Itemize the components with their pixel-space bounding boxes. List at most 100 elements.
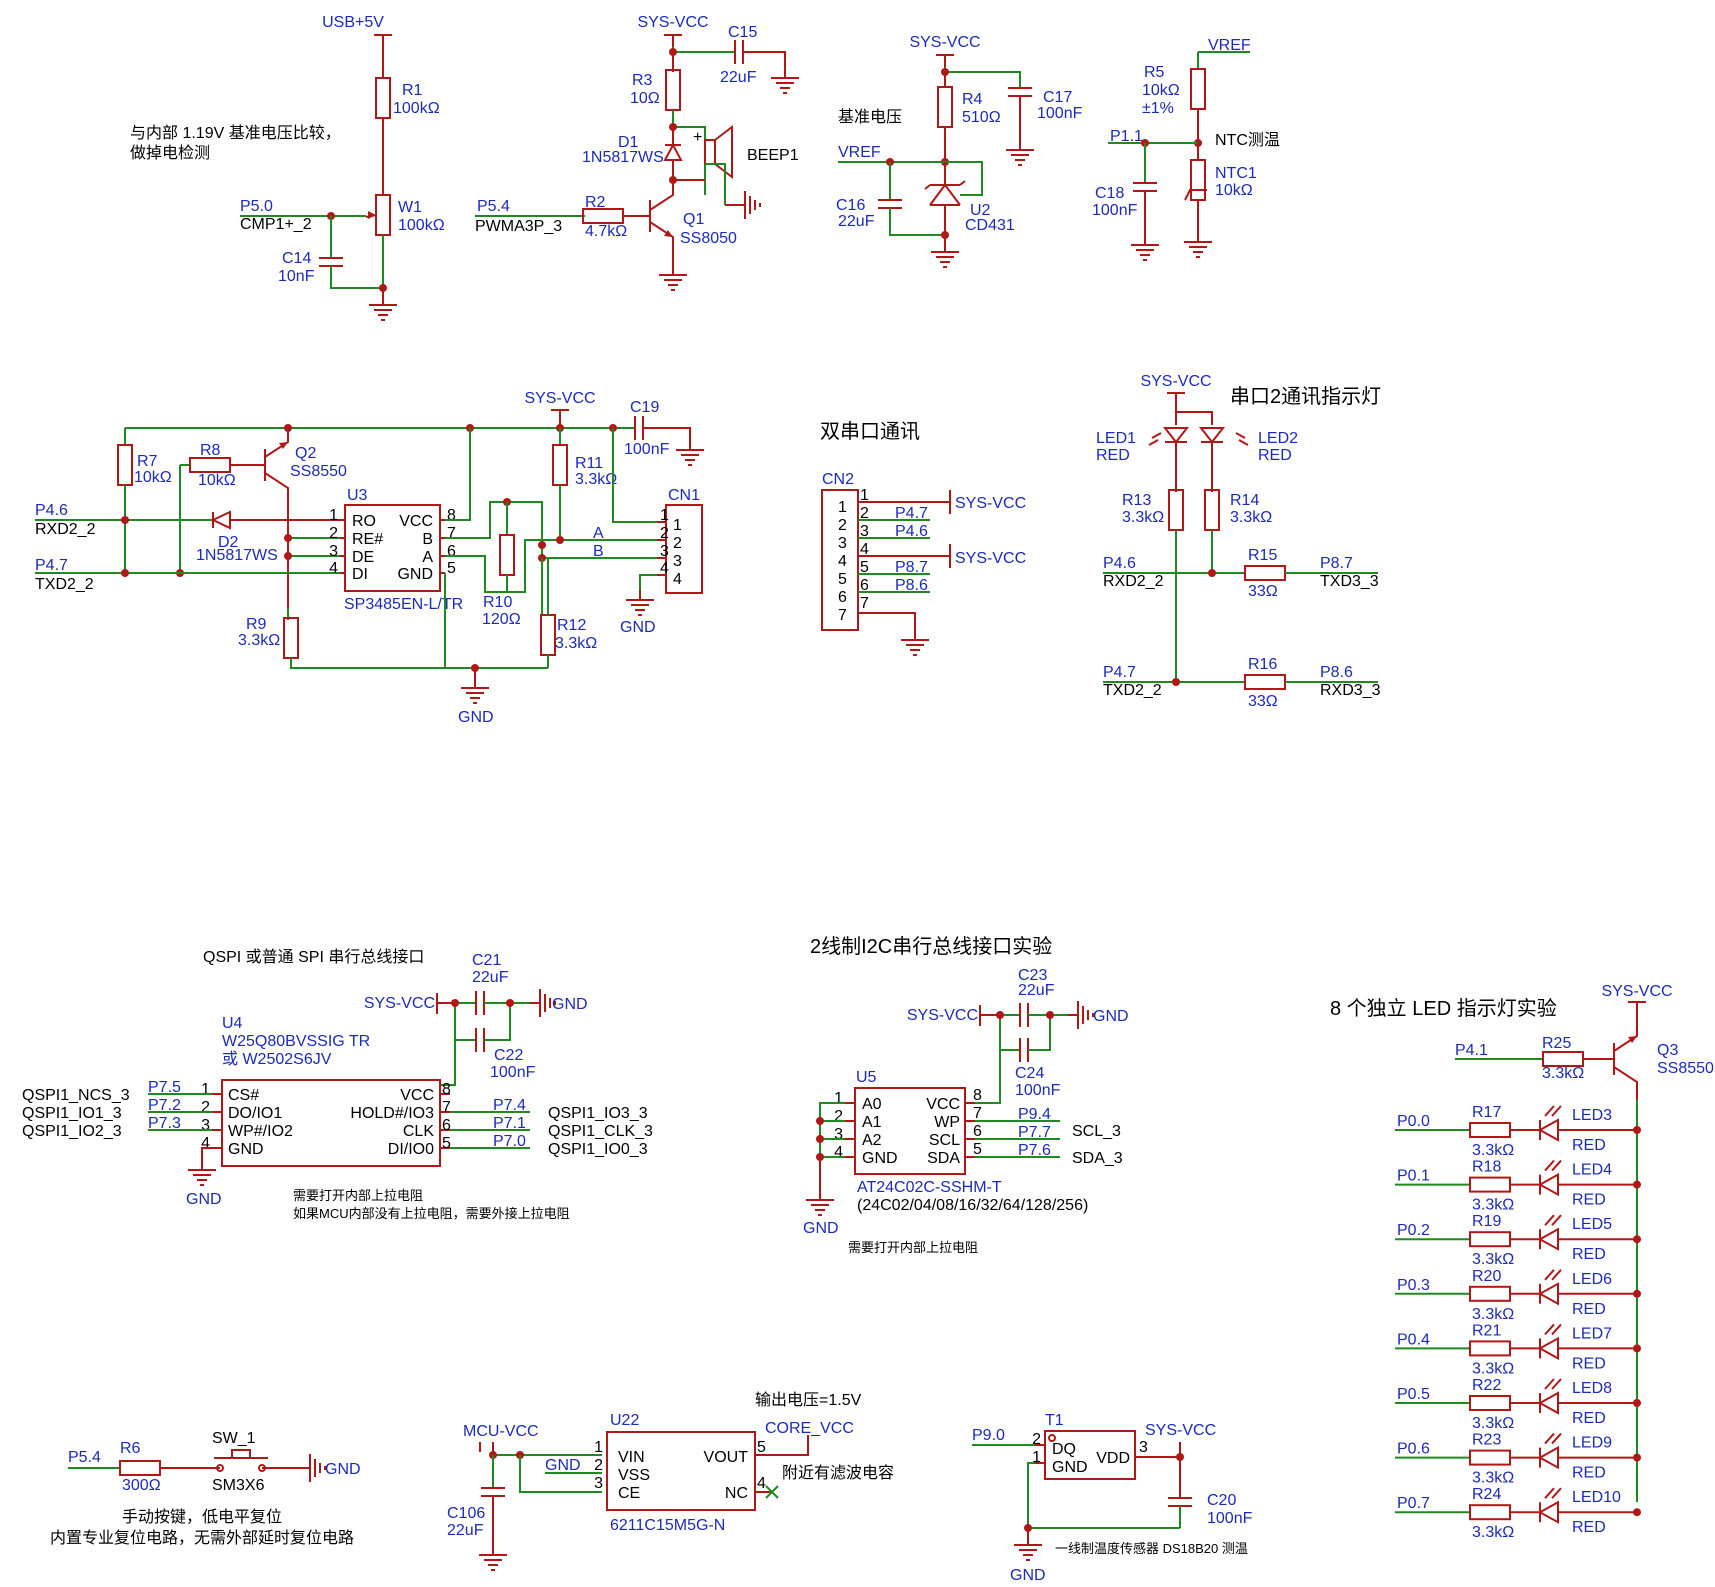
label-c22: C22 xyxy=(494,1047,523,1064)
t1-pin2: 2 xyxy=(1032,1431,1041,1448)
pin-a1: A1 xyxy=(862,1114,882,1131)
u3-pin3: 3 xyxy=(329,543,338,560)
net-gnd-i2c: GND xyxy=(1093,1008,1129,1025)
net-p54-a: P5.4 xyxy=(477,198,510,215)
net-gnd-qspi: GND xyxy=(552,996,588,1013)
note-pullup2: 如果MCU内部没有上拉电阻，需要外接上拉电阻 xyxy=(293,1206,570,1221)
note-filter: 附近有滤波电容 xyxy=(782,1464,894,1482)
net-p87-b: P8.7 xyxy=(1320,555,1353,572)
net-sysvcc-cn2a: SYS-VCC xyxy=(955,495,1026,512)
led-color: RED xyxy=(1572,1355,1606,1372)
heading-qspi: QSPI 或普通 SPI 串行总线接口 xyxy=(203,948,424,966)
label-u5: U5 xyxy=(856,1069,877,1086)
value-c18: 100nF xyxy=(1092,202,1138,219)
label-sw1: SW_1 xyxy=(212,1430,256,1447)
label-r10: R10 xyxy=(483,594,512,611)
label-c21: C21 xyxy=(472,952,501,969)
qspi-section: QSPI 或普通 SPI 串行总线接口 SYS-VCC GND C21 22uF… xyxy=(22,948,653,1221)
value-c14: 10nF xyxy=(278,268,315,285)
pin-nc: NC xyxy=(725,1485,748,1502)
value-r1: 100kΩ xyxy=(393,100,440,117)
cn2-pin7a: 7 xyxy=(860,595,869,612)
net-qspi-ncs: QSPI1_NCS_3 xyxy=(22,1087,130,1104)
label-r3: R3 xyxy=(632,72,653,89)
net-p41: P4.1 xyxy=(1455,1042,1488,1059)
net-pwm: PWMA3P_3 xyxy=(475,218,562,235)
label-t1: T1 xyxy=(1045,1412,1064,1429)
led-resistor-value: 3.3kΩ xyxy=(1472,1306,1514,1323)
net-p54-b: P5.4 xyxy=(68,1449,101,1466)
label-r5: R5 xyxy=(1144,64,1165,81)
led-label: LED3 xyxy=(1572,1107,1612,1124)
net-sysvcc-2: SYS-VCC xyxy=(909,34,980,51)
reset-section: P5.4 R6 300Ω SW_1 SM3X6 GND 手动按键，低电平复位 内… xyxy=(50,1430,361,1547)
label-r12: R12 xyxy=(557,617,586,634)
label-beep1: BEEP1 xyxy=(747,147,799,164)
u4-pin4: 4 xyxy=(201,1135,210,1152)
u22-pin3: 3 xyxy=(594,1475,603,1492)
value-u22: 6211C15M5G-N xyxy=(610,1517,725,1534)
ntc-section: VREF R5 10kΩ ±1% NTC测温 P1.1 C18 100nF NT… xyxy=(1092,37,1280,261)
net-vref-2: VREF xyxy=(1208,37,1251,54)
led-resistor-value: 3.3kΩ xyxy=(1472,1251,1514,1268)
u4-pin7: 7 xyxy=(442,1099,451,1116)
value-u2: CD431 xyxy=(965,217,1015,234)
pin-vin: VIN xyxy=(618,1449,645,1466)
net-p47-b: P4.7 xyxy=(1103,664,1136,681)
label-c24: C24 xyxy=(1015,1065,1044,1082)
led-resistor: R20 xyxy=(1472,1268,1501,1285)
heading-dual: 双串口通讯 xyxy=(820,420,920,443)
ds18b20-section: P9.0 T1 DQ GND VDD 2 1 3 SYS-VCC C20 100… xyxy=(972,1412,1253,1584)
u5-pin4: 4 xyxy=(834,1144,843,1161)
net-rxd2-a: RXD2_2 xyxy=(35,521,96,538)
value-r12: 3.3kΩ xyxy=(555,635,597,652)
label-led2: LED2 xyxy=(1258,430,1298,447)
net-sysvcc-1: SYS-VCC xyxy=(637,14,708,31)
value-r6: 300Ω xyxy=(122,1477,161,1494)
cn1-pin2a: 2 xyxy=(660,525,669,542)
cn2-pin5: 5 xyxy=(838,571,847,588)
net-p86-b: P8.6 xyxy=(1320,664,1353,681)
net-sysvcc-5: SYS-VCC xyxy=(364,995,435,1012)
net-gnd-reset: GND xyxy=(325,1461,361,1478)
value-c23: 22uF xyxy=(1018,982,1055,999)
led-resistor: R18 xyxy=(1472,1159,1501,1176)
cn2-pin4: 4 xyxy=(838,553,847,570)
u5-pin3: 3 xyxy=(834,1126,843,1143)
u4-pin8: 8 xyxy=(442,1081,451,1098)
led-port: P0.4 xyxy=(1397,1331,1430,1348)
label-w1: W1 xyxy=(398,199,422,216)
serial-led-section: SYS-VCC 串口2通讯指示灯 LED1 RED LED2 RED R13 3… xyxy=(1096,373,1381,710)
led-resistor-value: 3.3kΩ xyxy=(1472,1470,1514,1487)
value-w1: 100kΩ xyxy=(398,217,445,234)
u4-pin6: 6 xyxy=(442,1117,451,1134)
u5-pin1: 1 xyxy=(834,1090,843,1107)
value-u5: AT24C02C-SSHM-T xyxy=(857,1179,1002,1196)
value-r7: 10kΩ xyxy=(134,469,172,486)
label-r6: R6 xyxy=(120,1440,141,1457)
pin-dq: DQ xyxy=(1052,1441,1076,1458)
label-q2: Q2 xyxy=(295,445,316,462)
heading-vref: 基准电压 xyxy=(838,108,902,126)
vref-section: SYS-VCC C17 100nF R4 510Ω 基准电压 VREF C16 … xyxy=(836,34,1083,268)
pin-di: DI xyxy=(352,566,368,583)
heading-i2c: 2线制I2C串行总线接口实验 xyxy=(810,935,1052,958)
value-d1: 1N5817WS xyxy=(582,149,664,166)
net-gnd-ldo: GND xyxy=(545,1457,581,1474)
led-resistor: R23 xyxy=(1472,1432,1501,1449)
heading-compare-2: 做掉电检测 xyxy=(130,144,210,162)
beep-plus: + xyxy=(693,129,702,146)
led-port: P0.1 xyxy=(1397,1168,1430,1185)
value-q3: SS8550 xyxy=(1657,1060,1714,1077)
led-resistor: R17 xyxy=(1472,1104,1501,1121)
net-p77: P7.7 xyxy=(1018,1124,1051,1141)
net-qspi-io3: QSPI1_IO3_3 xyxy=(548,1105,648,1122)
cn2-pin2: 2 xyxy=(838,517,847,534)
label-q1: Q1 xyxy=(683,211,704,228)
label-r2: R2 xyxy=(585,194,606,211)
heading-compare: 与内部 1.19V 基准电压比较， xyxy=(130,124,341,142)
